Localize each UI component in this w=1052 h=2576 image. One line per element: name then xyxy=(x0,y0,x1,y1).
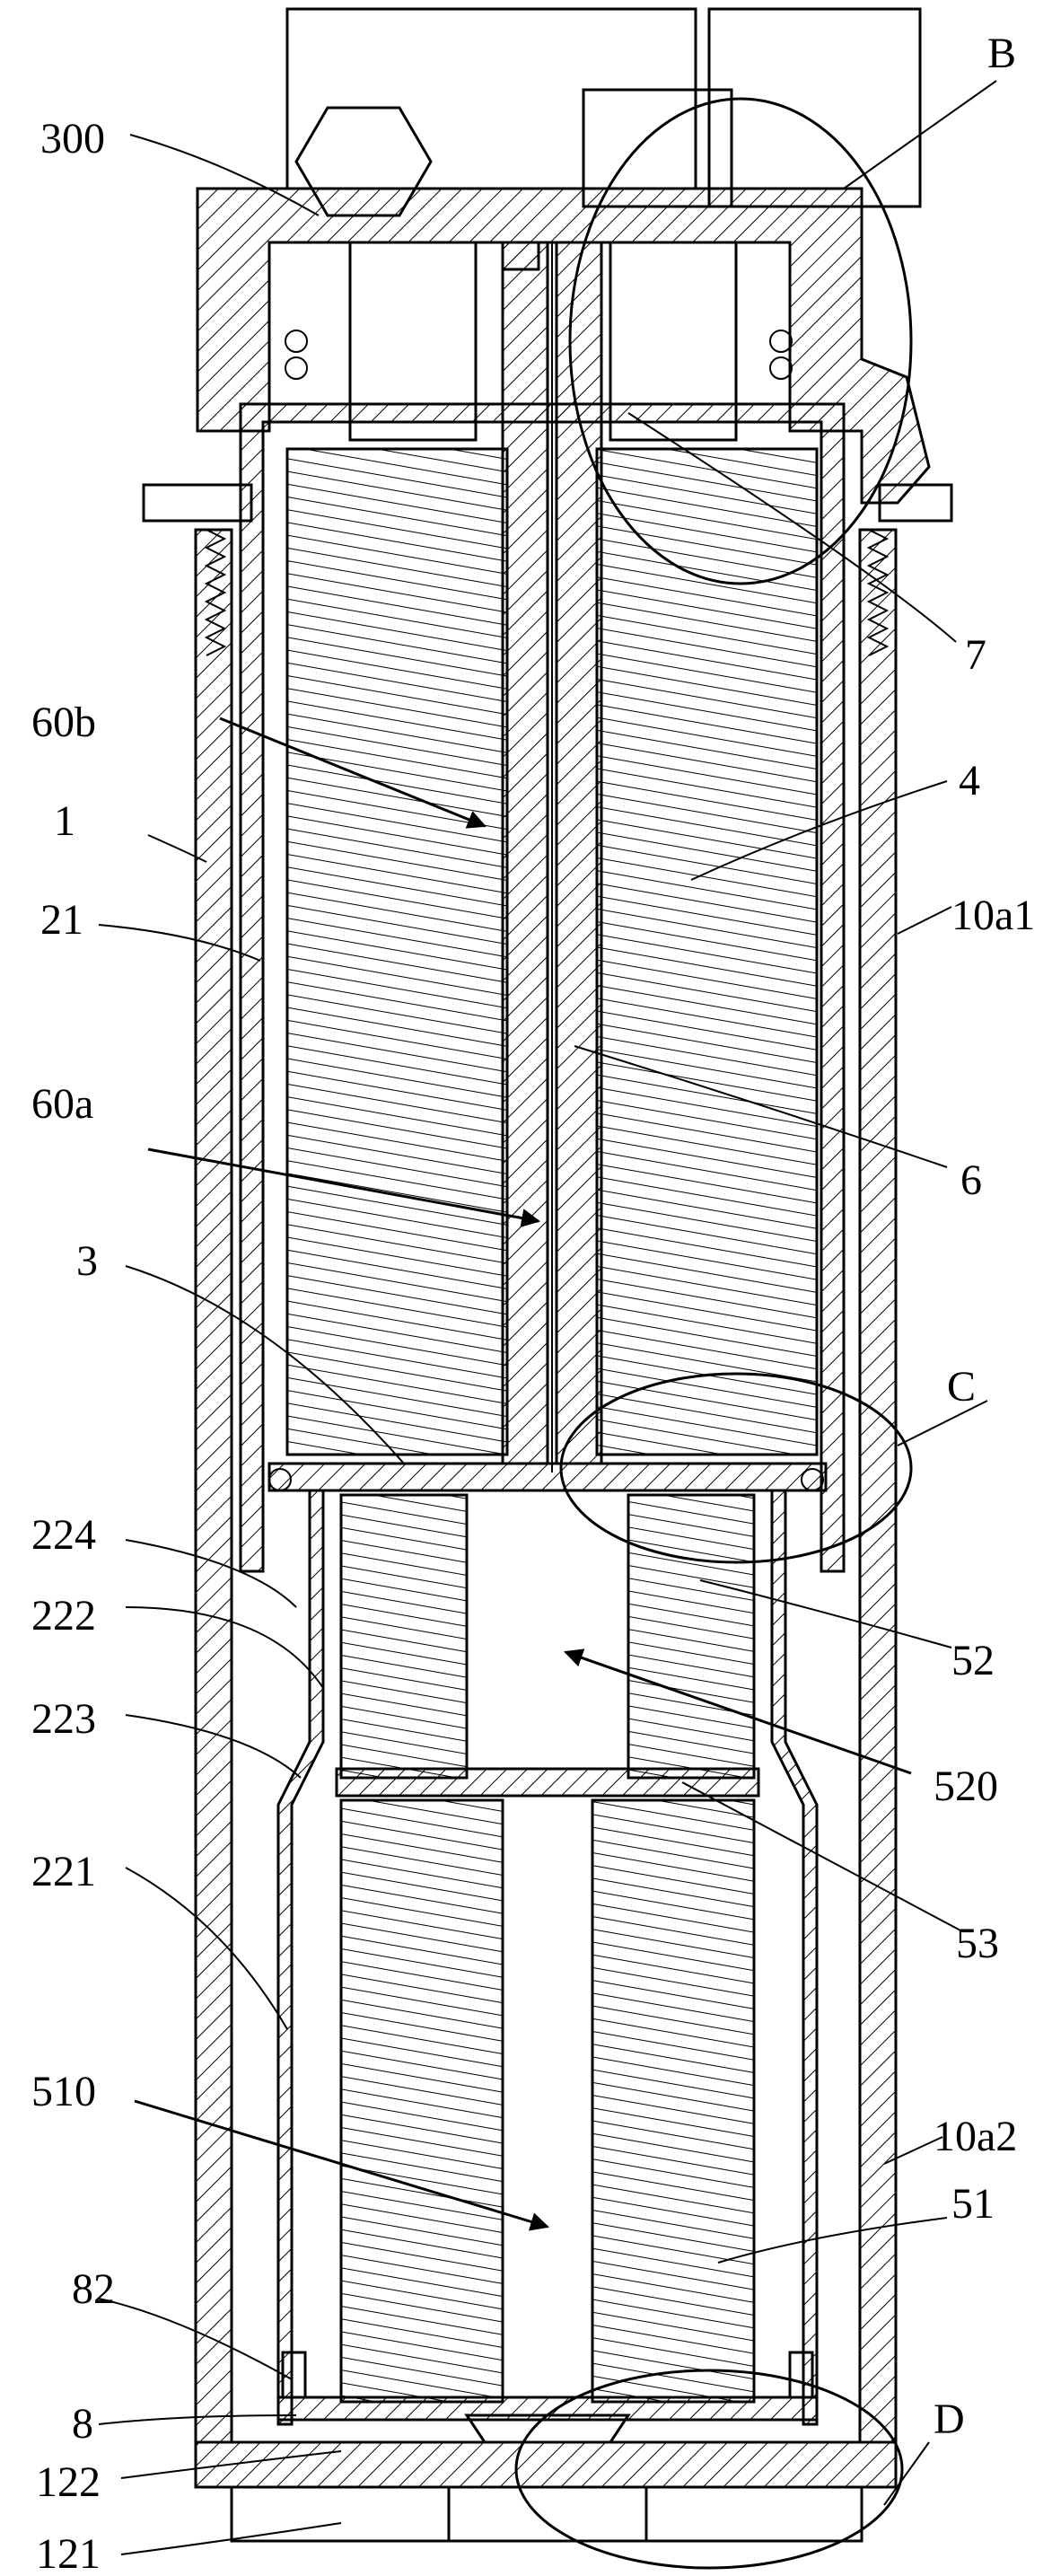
divider-plate-53 xyxy=(335,1767,760,1798)
outer-housing-1 xyxy=(194,528,898,2444)
label-51: 51 xyxy=(951,2180,995,2228)
label-b: B xyxy=(987,30,1016,77)
label-6: 6 xyxy=(960,1156,982,1204)
label-3: 3 xyxy=(76,1237,98,1285)
label-520: 520 xyxy=(934,1763,998,1810)
label-222: 222 xyxy=(31,1592,96,1640)
label-60a: 60a xyxy=(31,1080,93,1128)
detail-circle-d xyxy=(514,2369,904,2570)
bottom-plate-8 xyxy=(276,2351,819,2422)
central-tube-6 xyxy=(501,241,603,1473)
label-510: 510 xyxy=(31,2068,96,2115)
label-21: 21 xyxy=(40,896,83,944)
detail-circle-b xyxy=(568,97,913,585)
end-plate-3 xyxy=(267,1462,828,1492)
label-10a2: 10a2 xyxy=(934,2113,1017,2160)
label-60b: 60b xyxy=(31,699,96,746)
detail-circle-c xyxy=(559,1372,913,1564)
label-121: 121 xyxy=(36,2530,101,2576)
label-4: 4 xyxy=(959,757,980,804)
cartridge-52 xyxy=(339,1493,756,1780)
label-c: C xyxy=(947,1363,976,1411)
label-1: 1 xyxy=(54,797,75,845)
flow-arrow-510 xyxy=(134,2099,550,2231)
label-122: 122 xyxy=(36,2458,101,2506)
flow-arrow-60b xyxy=(219,717,487,829)
top-fittings xyxy=(285,7,922,217)
flow-arrow-520 xyxy=(564,1648,912,1775)
label-53: 53 xyxy=(956,1920,999,1967)
leader-lines xyxy=(98,80,997,2555)
upper-filter-element-4 xyxy=(285,447,819,1456)
label-221: 221 xyxy=(31,1848,96,1895)
inner-top-fitting-7 xyxy=(285,241,793,442)
label-10a1: 10a1 xyxy=(951,892,1035,939)
label-224: 224 xyxy=(31,1511,96,1559)
label-82: 82 xyxy=(72,2265,115,2313)
lower-shell-221-222-223 xyxy=(276,1489,819,2426)
base-cap-121-122 xyxy=(194,2413,898,2543)
inner-shell-21 xyxy=(239,402,846,1573)
label-d: D xyxy=(934,2396,965,2443)
flow-arrow-60a xyxy=(147,1147,541,1227)
label-300: 300 xyxy=(40,115,105,163)
cartridge-51 xyxy=(339,1798,756,2404)
label-8: 8 xyxy=(72,2400,93,2448)
label-52: 52 xyxy=(951,1637,995,1684)
label-223: 223 xyxy=(31,1695,96,1743)
label-7: 7 xyxy=(965,631,986,679)
